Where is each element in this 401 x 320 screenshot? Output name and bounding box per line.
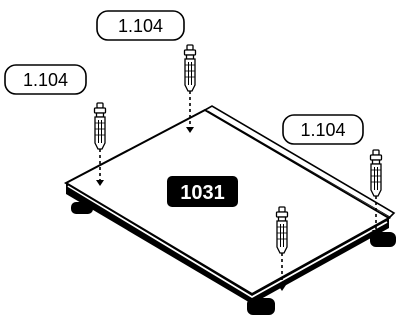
callout-right: 1.104 bbox=[282, 114, 364, 145]
callout-right-label: 1.104 bbox=[300, 120, 345, 140]
dowel-part-center bbox=[275, 206, 289, 254]
insertion-arrows bbox=[96, 127, 380, 291]
panel-number-badge: 1031 bbox=[167, 176, 238, 207]
callout-top: 1.104 bbox=[96, 10, 185, 41]
callout-top-label: 1.104 bbox=[118, 16, 163, 36]
callout-left: 1.104 bbox=[4, 64, 87, 95]
insertion-guides bbox=[99, 91, 377, 288]
dowel-part-top bbox=[183, 44, 197, 92]
foot-right bbox=[370, 232, 396, 247]
dowel-part-left bbox=[93, 102, 107, 150]
dowel-part-right bbox=[369, 149, 383, 197]
panel-number-label: 1031 bbox=[180, 182, 225, 204]
callout-left-label: 1.104 bbox=[23, 70, 68, 90]
